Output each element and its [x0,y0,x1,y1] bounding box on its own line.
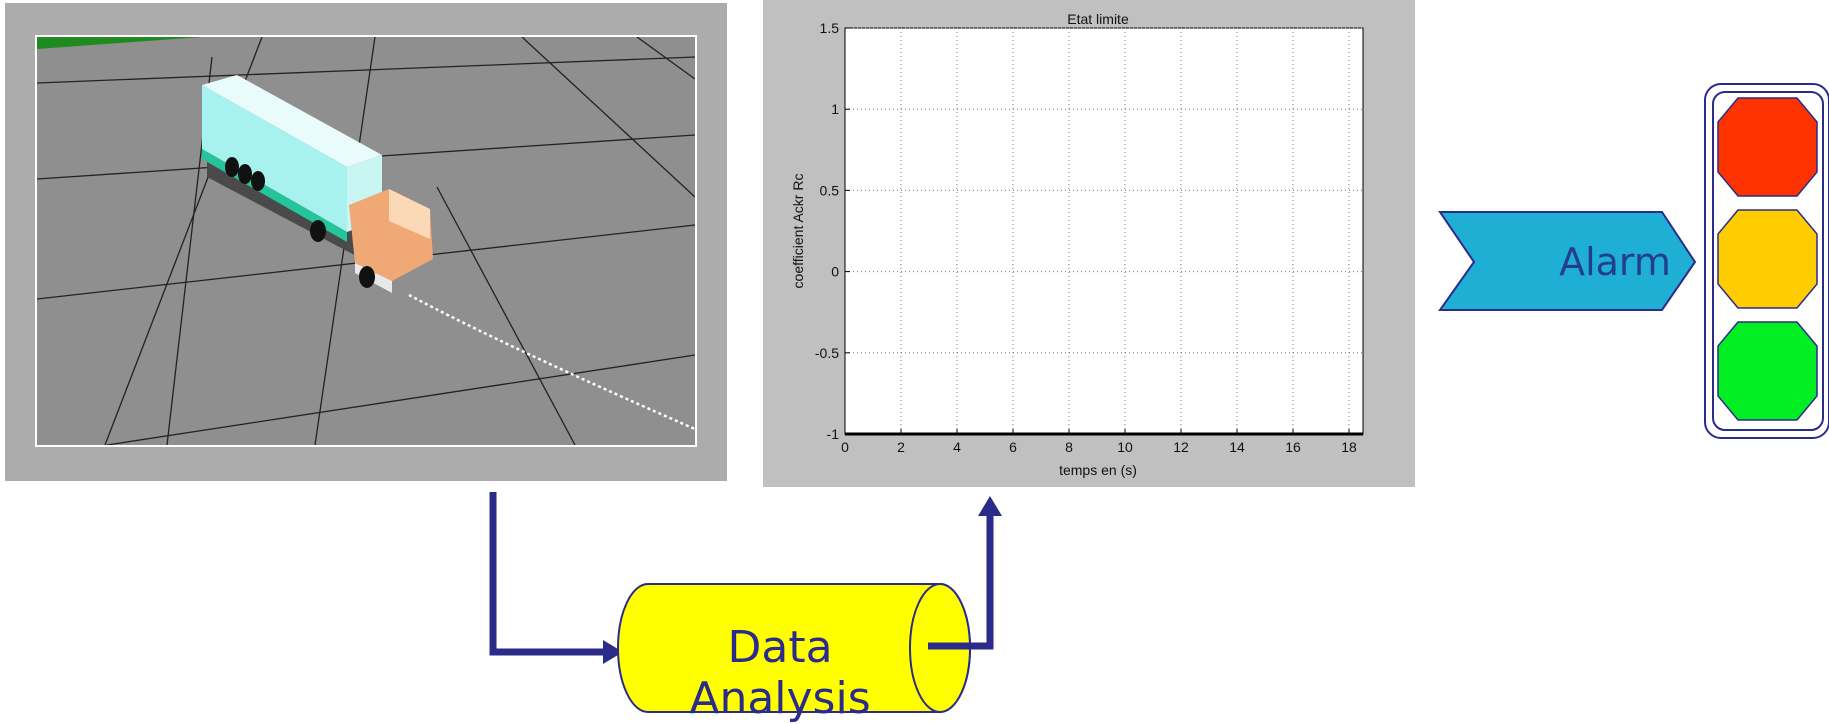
data-analysis-label: Data Analysis [689,622,871,724]
limit-state-chart: 0 2 4 6 8 10 12 14 16 18 -1 -0.5 0 0.5 1 1.5 Etat limit… [790,11,1364,478]
chart-panel: 0 2 4 6 8 10 12 14 16 18 -1 -0.5 0 0.5 1 1.5 Etat limit… [763,0,1415,487]
x-tick-label: 2 [897,439,905,455]
x-tick-label: 18 [1341,439,1357,455]
y-tick-label: -0.5 [815,345,839,361]
tick-labels: 0 2 4 6 8 10 12 14 16 18 -1 -0.5 0 0.5 1 1.5 [815,20,1357,455]
x-tick-label: 4 [953,439,961,455]
y-tick-label: 0 [831,264,839,280]
x-tick-label: 6 [1009,439,1017,455]
traffic-light [1704,83,1829,439]
chart-title: Etat limite [1067,11,1129,27]
y-tick-label: 1.5 [820,20,840,36]
y-tick-label: 0.5 [820,182,840,198]
arrow-to-analysis [489,492,623,664]
amber-light-icon [1717,209,1818,309]
x-tick-label: 0 [841,439,849,455]
plot-area [844,27,1364,435]
simulation-panel [5,3,727,481]
x-tick-label: 8 [1065,439,1073,455]
x-tick-label: 14 [1229,439,1245,455]
green-light-icon [1717,321,1818,421]
x-axis-label: temps en (s) [1059,462,1137,478]
y-tick-label: -1 [827,426,840,442]
x-tick-label: 16 [1285,439,1301,455]
y-tick-label: 1 [831,101,839,117]
red-light-icon [1717,97,1818,197]
y-axis-label: coefficient Ackr Rc [790,174,806,289]
trajectory-path [408,293,695,431]
truck-trailer-icon [202,75,433,293]
alarm-label: Alarm [1559,240,1671,284]
x-tick-label: 10 [1117,439,1133,455]
ground-grid [37,37,695,445]
simulation-view [35,35,697,447]
x-tick-label: 12 [1173,439,1189,455]
arrow-to-chart [928,496,1002,650]
grass-edge [37,37,202,49]
